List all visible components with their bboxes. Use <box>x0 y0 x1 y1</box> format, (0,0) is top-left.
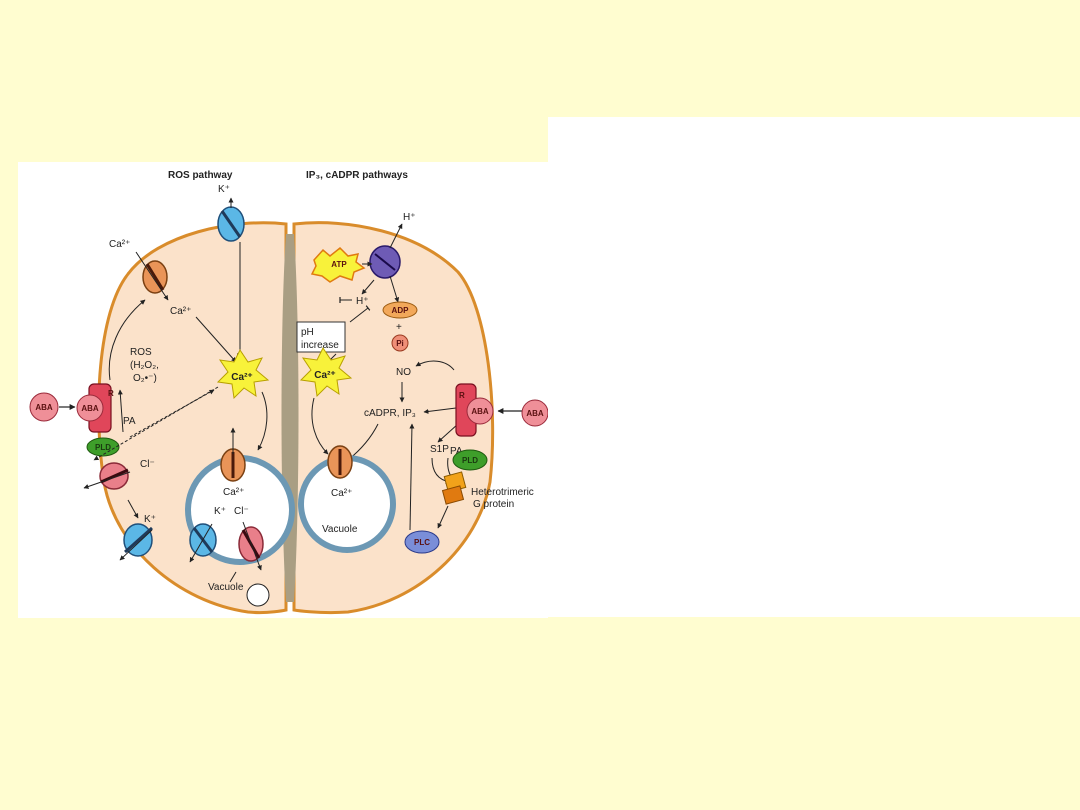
calcium-star-left: Ca²⁺ <box>216 349 270 400</box>
gprotein-to-plc-arrow <box>437 505 449 529</box>
svg-text:Ca²⁺: Ca²⁺ <box>314 370 335 381</box>
guard-cell-diagram: ROS pathway IP₃, cADPR pathways K⁺ Ca²⁺ … <box>18 162 549 618</box>
ca-to-star-arrow <box>195 316 237 363</box>
ca-outside-label: Ca²⁺ <box>109 239 130 250</box>
svg-text:PLD: PLD <box>95 443 111 452</box>
hetero-label-line1: Heterotrimeric <box>471 487 534 498</box>
ca-inside-label: Ca²⁺ <box>170 306 191 317</box>
to-k-channel-arrow <box>127 499 139 519</box>
receptor-to-no-arrow <box>415 360 455 371</box>
ph-increase-box: pH increase <box>296 321 346 353</box>
stomatal-pore <box>281 234 299 602</box>
svg-text:ABA: ABA <box>526 409 544 418</box>
s1p-label: S1P <box>430 444 449 455</box>
plc-to-ip3-arrow <box>409 423 415 531</box>
svg-text:R: R <box>459 391 465 400</box>
pump-to-adp-arrow <box>389 275 400 303</box>
cl-channel-left <box>99 462 129 490</box>
plc-enzyme: PLC <box>404 530 440 554</box>
pld-left: PLD <box>86 437 120 457</box>
pa-left-label: PA <box>123 416 136 427</box>
pump-to-h-arrow <box>361 279 375 295</box>
to-cadpr-arrow <box>423 407 457 414</box>
no-label: NO <box>396 367 411 378</box>
pa-arrow-left <box>117 389 124 433</box>
pointer-circle <box>246 583 270 607</box>
hetero-label-line2: G protein <box>473 499 514 510</box>
cl-efflux-arrow <box>83 471 131 489</box>
vacuole-left-label: Vacuole <box>208 582 244 593</box>
vacuole-k-arrow <box>189 523 213 563</box>
svg-text:ABA: ABA <box>81 404 99 413</box>
svg-text:Ca²⁺: Ca²⁺ <box>231 372 252 383</box>
cadpr-label: cADPR, IP₃ <box>364 408 416 419</box>
aba-bound-left: ABA <box>76 394 104 422</box>
ca-influx-arrow <box>135 251 169 301</box>
k-plus-lower-label: K⁺ <box>144 514 156 525</box>
diagram-svg: ROS pathway IP₃, cADPR pathways K⁺ Ca²⁺ … <box>29 170 549 615</box>
k-plus-top-label: K⁺ <box>218 184 230 195</box>
h-plus-top-label: H⁺ <box>403 212 416 223</box>
ip3-cadpr-header: IP₃, cADPR pathways <box>306 170 408 181</box>
cl-minus-label: Cl⁻ <box>140 459 155 470</box>
vacuole-leader-line <box>229 571 237 583</box>
dashed-signal-arrow-2 <box>129 389 215 438</box>
receptor-right: R <box>455 383 477 437</box>
ros-label: ROS <box>130 347 152 358</box>
k-channel-lower-left <box>123 523 153 557</box>
svg-text:PLD: PLD <box>462 456 478 465</box>
svg-text:PLC: PLC <box>414 538 430 547</box>
pa-right-label: PA <box>450 446 463 457</box>
pld-right: PLD <box>452 449 488 471</box>
star-to-vacuole-right-arrow <box>311 397 329 455</box>
vac-ca-left-label: Ca²⁺ <box>223 487 244 498</box>
k-efflux-lower-arrow <box>119 529 153 561</box>
ros-pathway-header: ROS pathway <box>168 170 233 181</box>
white-panel <box>548 117 1080 617</box>
h-plus-inner-label: H⁺ <box>356 296 369 307</box>
aba-outside-right: ABA <box>521 399 549 427</box>
dashed-signal-arrow-1 <box>93 386 219 461</box>
ph-inhibit-line <box>349 305 371 323</box>
h2o2-label: (H₂O₂, <box>130 360 159 371</box>
vac-k-left-label: K⁺ <box>214 506 226 517</box>
ca-channel-left <box>142 260 168 294</box>
svg-text:ABA: ABA <box>471 407 489 416</box>
o2-label: O₂•⁻) <box>133 373 157 384</box>
svg-text:ABA: ABA <box>35 403 53 412</box>
vacuole-cl-arrow <box>242 521 262 571</box>
svg-text:increase: increase <box>301 340 339 351</box>
adp-molecule: ADP <box>382 301 418 319</box>
svg-text:pH: pH <box>301 327 314 338</box>
vacuole-ca-channel-right <box>327 445 353 479</box>
calcium-star-right: Ca²⁺ <box>299 347 353 398</box>
h-efflux-arrow <box>389 223 403 249</box>
aba-outside-left: ABA <box>29 392 59 422</box>
svg-text:Pi: Pi <box>396 339 404 348</box>
svg-text:ADP: ADP <box>392 306 410 315</box>
vac-cl-left-label: Cl⁻ <box>234 506 249 517</box>
heterotrimeric-g-protein <box>441 471 467 505</box>
pi-molecule: Pi <box>391 334 409 352</box>
plus-label: + <box>396 322 402 333</box>
proton-pump <box>369 245 401 279</box>
vac-ca-right-label: Ca²⁺ <box>331 488 352 499</box>
star-to-vacuole-arrow <box>257 391 268 451</box>
svg-text:R: R <box>108 389 114 398</box>
aba-bound-right: ABA <box>466 397 494 425</box>
vacuole-right-label: Vacuole <box>322 524 358 535</box>
atp-burst: ATP <box>310 246 366 283</box>
ros-to-ca-arrow <box>108 299 146 381</box>
s1p-arrow <box>437 423 459 443</box>
svg-text:ATP: ATP <box>331 260 347 269</box>
k-channel-top <box>217 206 245 242</box>
